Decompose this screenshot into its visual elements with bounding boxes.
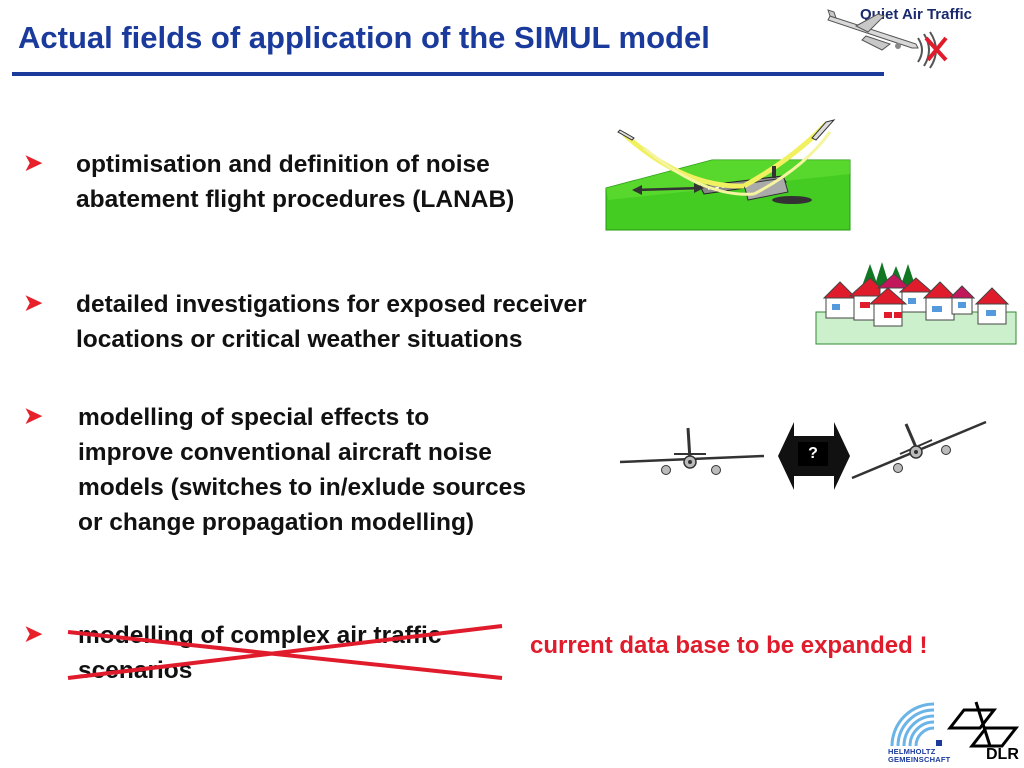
bullet-3-line-4: or change propagation modelling) [78, 509, 475, 536]
runway-scene-icon [605, 119, 851, 231]
helmholtz-logo [890, 702, 942, 747]
helmholtz-wordmark: HELMHOLTZ GEMEINSCHAFT [888, 748, 950, 764]
database-note: current data base to be expanded ! [530, 632, 928, 659]
bullet-3-line-2: improve conventional aircraft noise [78, 439, 492, 466]
right-arrow-icon: ➤ [24, 290, 43, 315]
slide-title: Actual fields of application of the SIMU… [18, 20, 710, 55]
helmholtz-line-1: HELMHOLTZ [888, 747, 936, 756]
bullet-2-line-1: detailed investigations for exposed rece… [76, 291, 587, 318]
bullet-3: modelling of special effects to improve … [78, 400, 526, 540]
bullet-3-line-3: models (switches to in/exlude sources [78, 474, 526, 501]
dlr-wordmark: DLR [986, 746, 1019, 763]
comparison-question-label: ? [798, 442, 828, 466]
title-underline [12, 72, 884, 76]
airplane-icon [827, 9, 919, 51]
bullet-1-line-2: abatement flight procedures (LANAB) [76, 186, 515, 213]
right-arrow-icon: ➤ [24, 403, 43, 428]
aircraft-front-icon [619, 427, 765, 475]
bullet-1-line-1: optimisation and definition of noise [76, 151, 490, 178]
helmholtz-line-2: GEMEINSCHAFT [888, 755, 951, 764]
aircraft-front-icon [851, 420, 987, 480]
bullet-4-line-1: modelling of complex air traffic [78, 622, 442, 649]
bullet-1: optimisation and definition of noise aba… [76, 147, 514, 217]
bullet-3-line-1: modelling of special effects to [78, 404, 430, 431]
dlr-logo [946, 701, 1020, 748]
bullet-2-line-2: locations or critical weather situations [76, 326, 523, 353]
right-arrow-icon: ➤ [24, 621, 43, 646]
noise-cross-icon [917, 31, 948, 69]
right-arrow-icon: ➤ [24, 150, 43, 175]
quiet-air-traffic-label: Quiet Air Traffic [860, 6, 972, 23]
strike-cross [67, 624, 503, 680]
houses-icon [815, 262, 1017, 345]
bullet-2: detailed investigations for exposed rece… [76, 287, 587, 357]
